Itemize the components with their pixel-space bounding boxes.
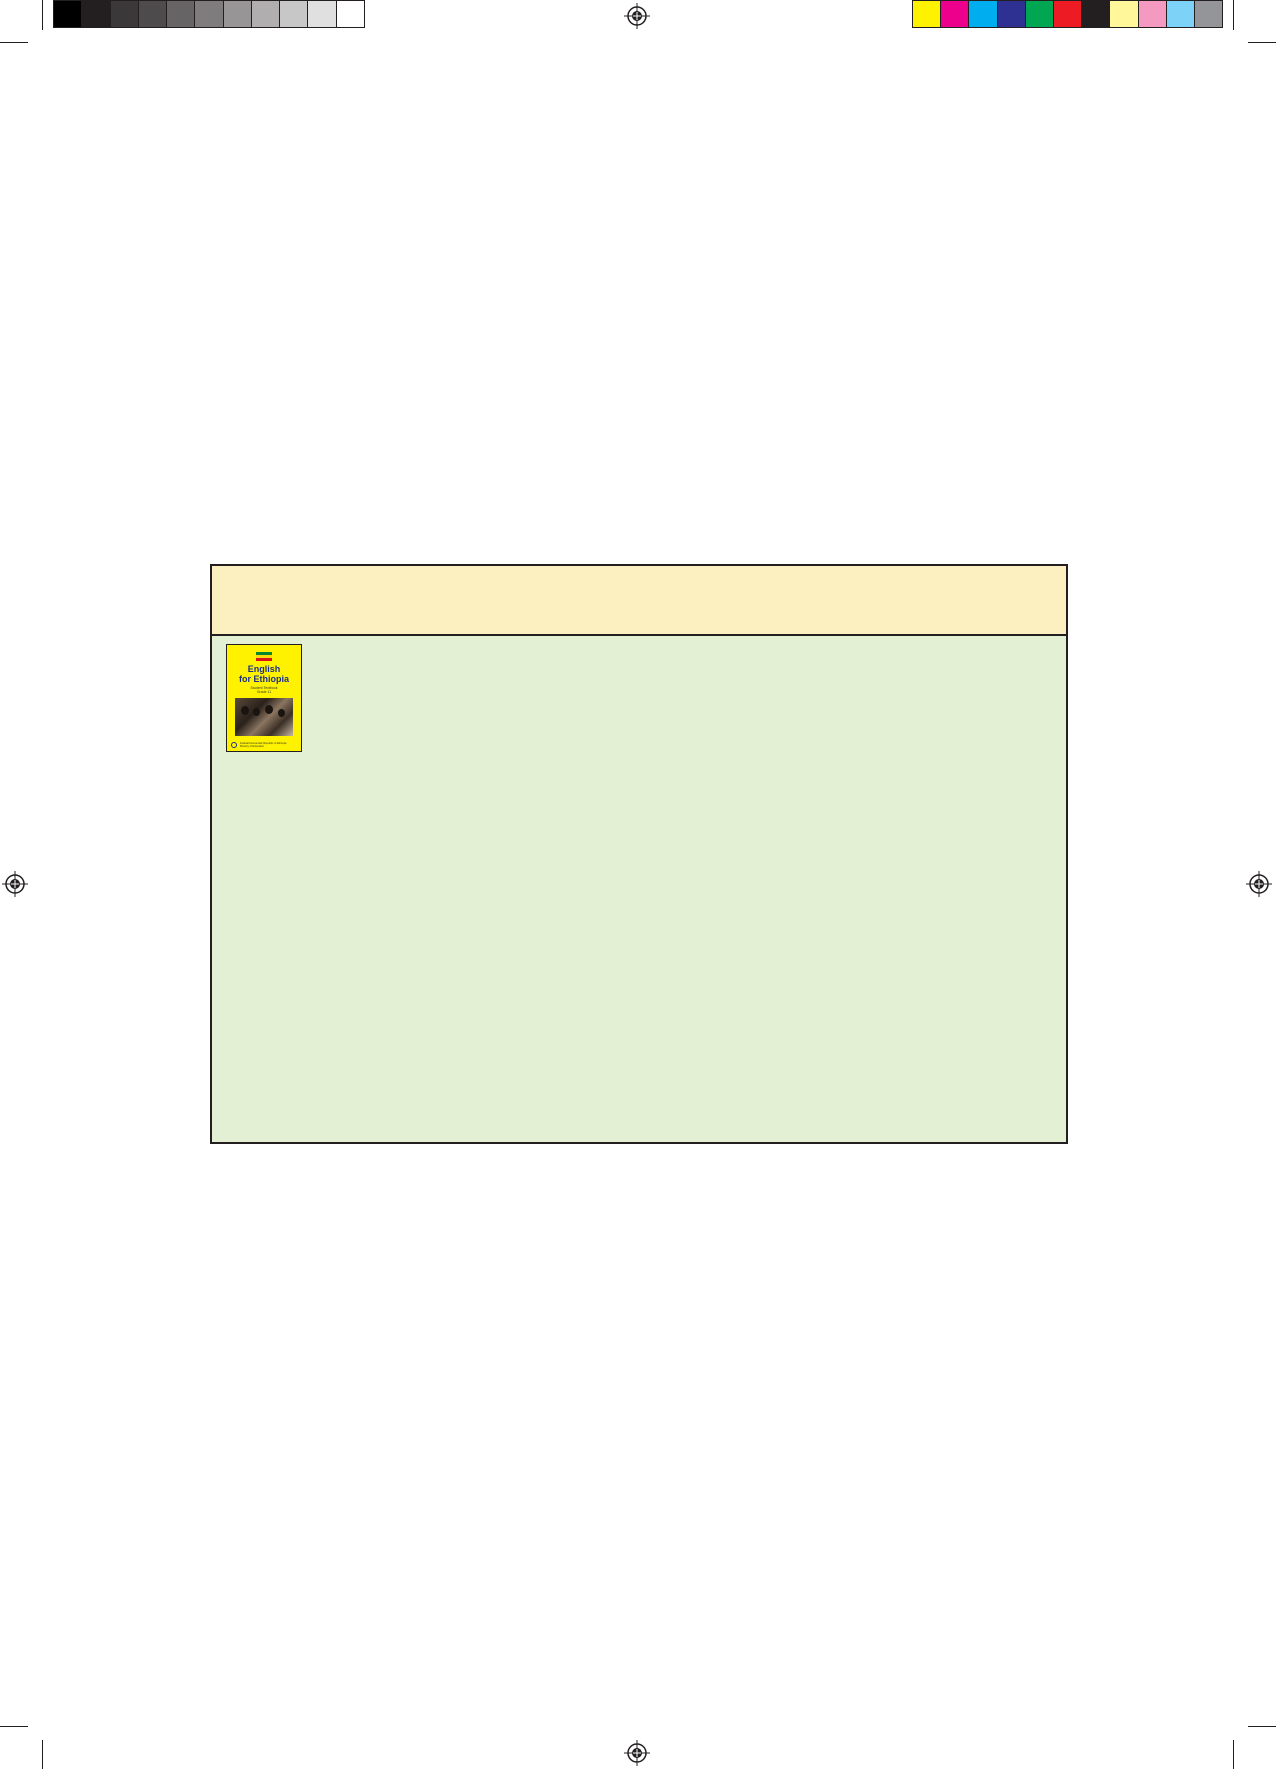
registration-mark-right-icon <box>1246 871 1272 897</box>
ministry-emblem-icon <box>231 742 237 748</box>
registration-mark-bottom-icon <box>624 1740 650 1766</box>
book-cover-subtitle-line-2: Grade 11 <box>256 690 272 694</box>
book-cover-footer: Federal Democratic Republic of Ethiopia … <box>227 742 301 748</box>
color-swatch-1 <box>913 1 942 27</box>
flag-stripe-2 <box>256 655 272 658</box>
flag-stripe-3 <box>256 658 272 661</box>
grayscale-swatch-3 <box>110 1 139 27</box>
book-cover-publisher-line-2: Ministry of Education <box>240 745 265 748</box>
panel-header <box>212 566 1066 636</box>
grayscale-swatch-6 <box>195 1 224 27</box>
grayscale-swatch-10 <box>308 1 337 27</box>
registration-mark-top-icon <box>624 3 650 29</box>
crop-mark-bottom-right-vertical <box>1233 1740 1234 1769</box>
crop-mark-top-right-vertical <box>1233 0 1234 30</box>
book-cover-title-line-1: English <box>247 664 281 674</box>
crop-mark-top-left-horizontal <box>0 42 28 43</box>
crop-mark-top-right-horizontal <box>1248 42 1276 43</box>
crop-mark-bottom-left-vertical <box>42 1740 43 1769</box>
grayscale-swatch-9 <box>280 1 309 27</box>
book-cover-title: English for Ethiopia <box>239 664 289 684</box>
crop-mark-bottom-left-horizontal <box>0 1726 28 1727</box>
grayscale-swatch-7 <box>223 1 252 27</box>
grayscale-swatch-1 <box>54 1 83 27</box>
color-swatch-5 <box>1025 1 1054 27</box>
book-cover-title-line-2: for Ethiopia <box>239 674 289 684</box>
book-cover-publisher: Federal Democratic Republic of Ethiopia … <box>240 742 286 748</box>
color-swatch-9 <box>1138 1 1167 27</box>
grayscale-bar <box>53 0 365 28</box>
color-bar <box>912 0 1223 28</box>
book-cover-image: English for Ethiopia Student Textbook Gr… <box>226 644 302 752</box>
color-swatch-3 <box>969 1 998 27</box>
book-cover-subtitle: Student Textbook Grade 11 <box>251 686 278 694</box>
registration-mark-left-icon <box>2 871 28 897</box>
crop-mark-top-left-vertical <box>42 0 43 30</box>
color-swatch-4 <box>997 1 1026 27</box>
color-swatch-11 <box>1194 1 1223 27</box>
grayscale-swatch-11 <box>336 1 364 27</box>
ethiopia-flag-icon <box>256 652 272 661</box>
color-swatch-10 <box>1166 1 1195 27</box>
book-cover-photo <box>235 698 293 736</box>
color-swatch-7 <box>1082 1 1111 27</box>
content-panel: English for Ethiopia Student Textbook Gr… <box>210 564 1068 1144</box>
grayscale-swatch-8 <box>251 1 281 27</box>
color-swatch-6 <box>1053 1 1083 27</box>
color-swatch-8 <box>1110 1 1139 27</box>
grayscale-swatch-2 <box>82 1 111 27</box>
grayscale-swatch-4 <box>138 1 168 27</box>
flag-stripe-1 <box>256 652 272 655</box>
book-cover-publisher-line-1: Federal Democratic Republic of Ethiopia <box>240 742 287 745</box>
crop-mark-bottom-right-horizontal <box>1248 1726 1276 1727</box>
color-swatch-2 <box>941 1 970 27</box>
book-cover-subtitle-line-1: Student Textbook <box>250 686 278 690</box>
grayscale-swatch-5 <box>167 1 196 27</box>
